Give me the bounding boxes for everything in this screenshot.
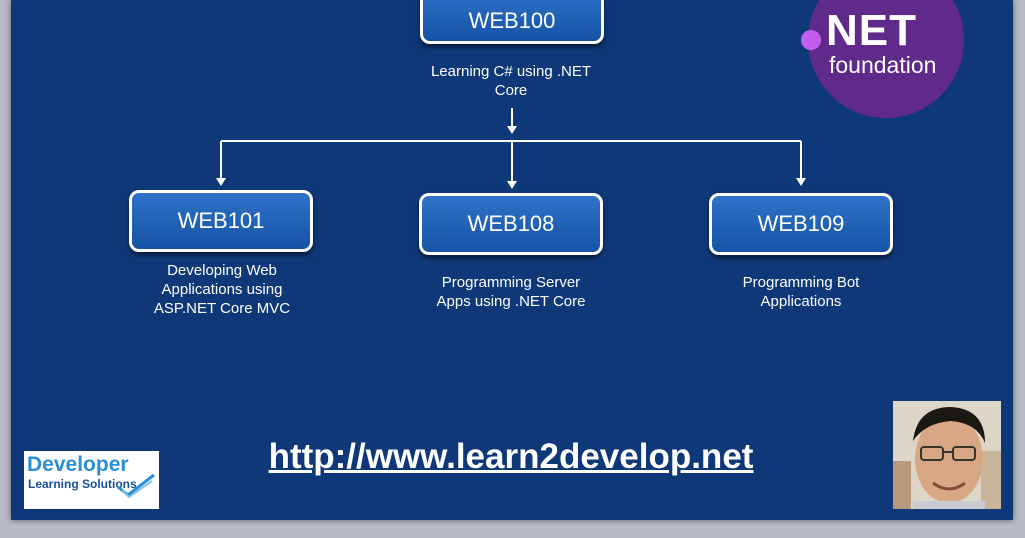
course-desc-web100: Learning C# using .NET Core bbox=[411, 62, 611, 100]
slide: WEB100 Learning C# using .NET Core WEB10… bbox=[11, 0, 1013, 520]
course-desc-web109: Programming Bot Applications bbox=[701, 273, 901, 311]
course-desc-web101-line1: Developing Web bbox=[167, 262, 277, 279]
course-box-web101: WEB101 bbox=[129, 190, 313, 252]
course-desc-web108: Programming Server Apps using .NET Core bbox=[411, 273, 611, 311]
logo-line2: Learning Solutions bbox=[28, 477, 137, 491]
course-desc-web109-line1: Programming Bot bbox=[742, 274, 860, 291]
course-desc-web108-line1: Programming Server bbox=[441, 274, 581, 291]
course-box-web108: WEB108 bbox=[419, 193, 603, 255]
net-logo-subtitle: foundation bbox=[829, 52, 937, 78]
developer-learning-solutions-logo: Developer Learning Solutions bbox=[24, 451, 159, 509]
course-code-web100: WEB100 bbox=[468, 8, 556, 33]
arrowhead-web101 bbox=[216, 178, 226, 186]
arrowhead-web100 bbox=[507, 126, 517, 134]
connector-lines bbox=[216, 108, 806, 189]
course-desc-web109-line2: Applications bbox=[760, 293, 842, 310]
course-code-web109: WEB109 bbox=[757, 211, 845, 236]
checkmark-swoosh-icon bbox=[117, 473, 155, 499]
course-desc-web100-line2: Core bbox=[494, 82, 528, 99]
course-box-web100: WEB100 bbox=[420, 0, 604, 44]
website-link[interactable]: http://www.learn2develop.net bbox=[268, 437, 754, 476]
course-desc-web100-line1: Learning C# using .NET bbox=[430, 63, 592, 80]
presenter-face-icon bbox=[893, 401, 1001, 509]
course-box-web109: WEB109 bbox=[709, 193, 893, 255]
course-desc-web101-line2: Applications using bbox=[161, 281, 283, 298]
presenter-photo bbox=[893, 401, 1001, 509]
net-logo-dot bbox=[801, 30, 821, 50]
course-desc-web108-line2: Apps using .NET Core bbox=[436, 293, 586, 310]
logo-line1: Developer bbox=[27, 453, 129, 476]
course-desc-web101-line3: ASP.NET Core MVC bbox=[153, 300, 291, 317]
net-logo-title: NET bbox=[826, 6, 917, 55]
course-code-web101: WEB101 bbox=[177, 208, 265, 233]
arrowhead-web108 bbox=[507, 181, 517, 189]
course-desc-web101: Developing Web Applications using ASP.NE… bbox=[122, 261, 322, 318]
arrowhead-web109 bbox=[796, 178, 806, 186]
course-code-web108: WEB108 bbox=[467, 211, 555, 236]
